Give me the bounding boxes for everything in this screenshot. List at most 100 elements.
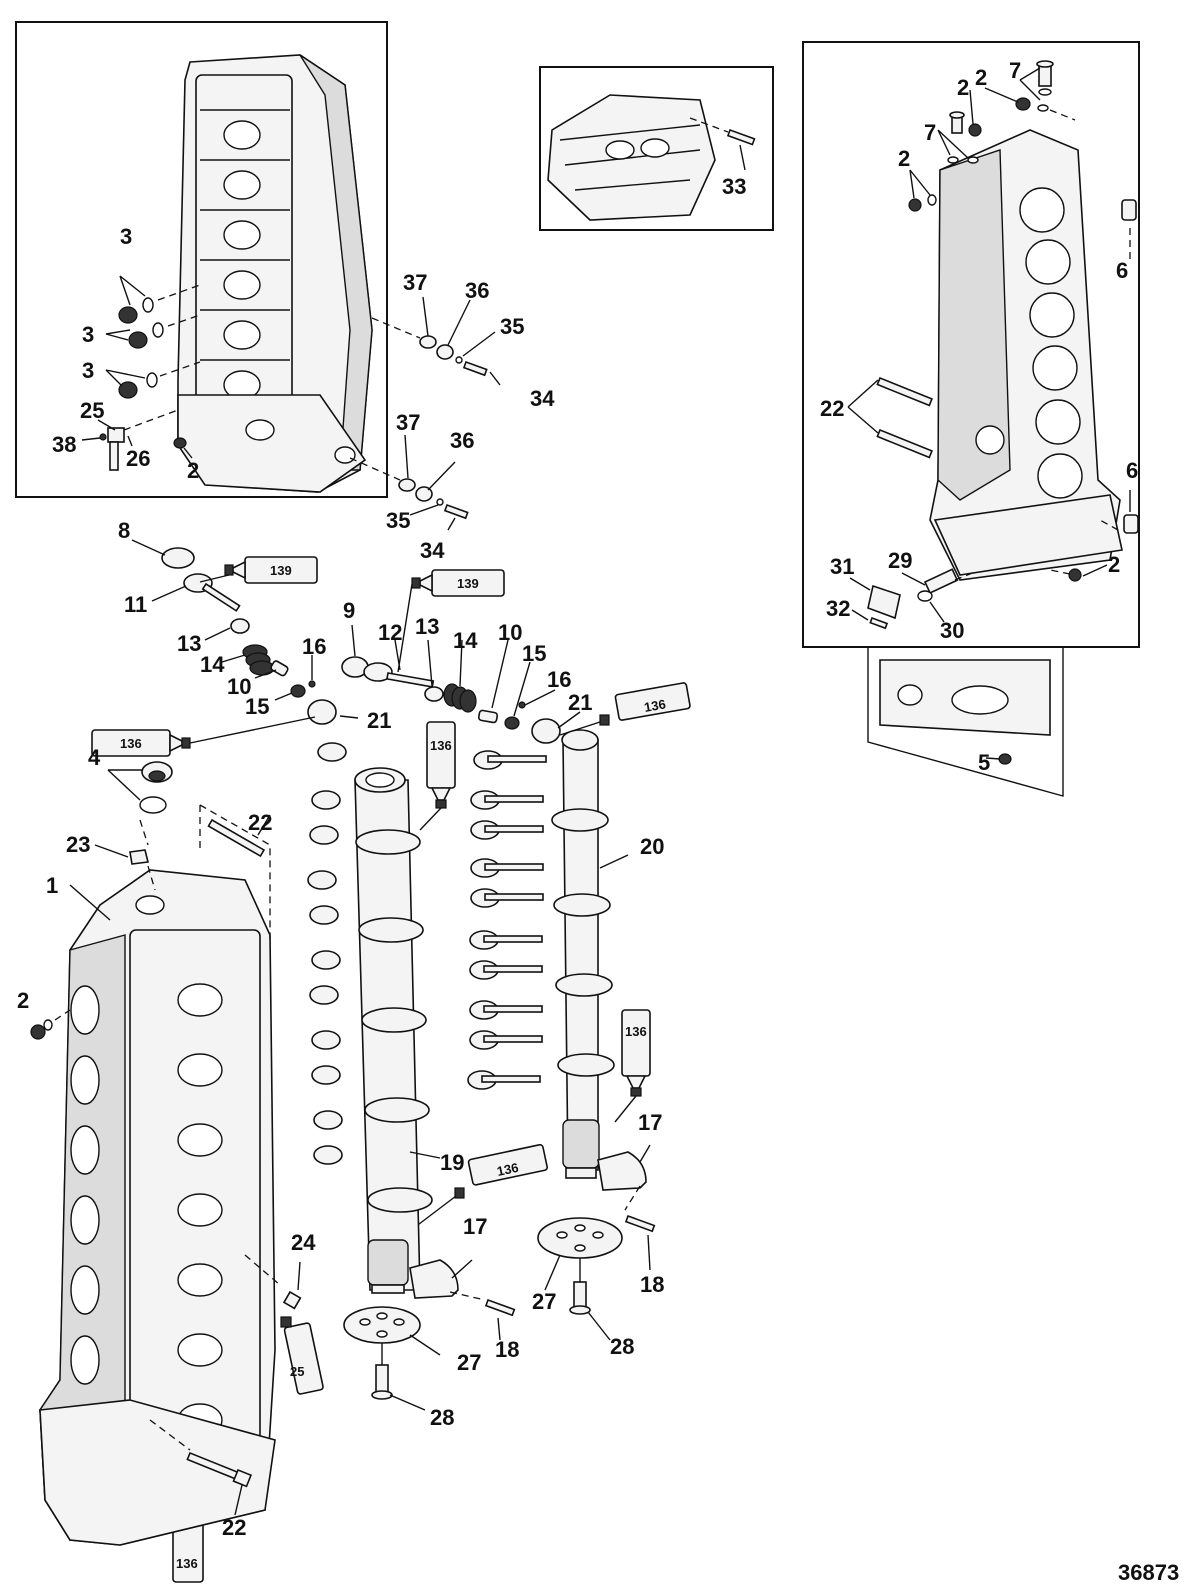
- sealant-tube-136-vertical-b: [614, 1009, 651, 1123]
- sealant-tube-136-right: [559, 682, 691, 736]
- callout-2: 2: [1108, 552, 1120, 577]
- plug-2-left: [30, 1009, 71, 1040]
- plug-with-oring-3: [105, 275, 201, 399]
- callout-11: 11: [124, 592, 147, 617]
- callout-22: 22: [222, 1515, 246, 1540]
- callout-3: 3: [82, 322, 94, 347]
- callout-15: 15: [245, 694, 269, 719]
- callout-35: 35: [500, 314, 524, 339]
- tube-label-136: 136: [176, 1556, 198, 1571]
- cylinder-head-intake-view: [177, 54, 373, 493]
- callout-22: 22: [248, 810, 272, 835]
- callout-36: 36: [465, 278, 489, 303]
- callout-25: 25: [80, 398, 104, 423]
- callout-28: 28: [610, 1334, 634, 1359]
- callout-2: 2: [187, 458, 199, 483]
- callout-17: 17: [638, 1110, 662, 1135]
- callout-35: 35: [386, 508, 410, 533]
- callout-34: 34: [420, 538, 445, 563]
- tube-label-139: 139: [270, 563, 292, 578]
- bolt-washer-set-upper: [371, 296, 501, 386]
- inset-frame-bolt-location: [539, 66, 774, 231]
- tube-label-136: 136: [496, 1160, 520, 1179]
- callout-3: 3: [120, 224, 132, 249]
- callout-34: 34: [530, 386, 555, 411]
- callout-19: 19: [440, 1150, 464, 1175]
- valve-train-left: [131, 539, 359, 725]
- callout-31: 31: [830, 554, 854, 579]
- callout-12: 12: [378, 620, 402, 645]
- callout-5: 5: [978, 750, 990, 775]
- callout-29: 29: [888, 548, 912, 573]
- callout-38: 38: [52, 432, 76, 457]
- dowel-pins-6: [1099, 199, 1139, 534]
- cam-cap-17-left: [409, 1259, 516, 1341]
- callout-10: 10: [227, 674, 251, 699]
- inset-frame-head-gasket-side: [802, 41, 1140, 648]
- cylinder-head-main: [39, 869, 276, 1546]
- bolt-washer-set-lower: [349, 434, 469, 531]
- tube-label-136: 136: [430, 738, 452, 753]
- callout-10: 10: [498, 620, 522, 645]
- cover-and-seal-4-23: [94, 761, 271, 940]
- sealant-tube-136-vertical-a: [419, 721, 456, 831]
- callout-18: 18: [640, 1272, 664, 1297]
- callout-15: 15: [522, 641, 546, 666]
- callout-labels: 3 3 3 25 38 26 2 37 36 35 34 37 36 35 34…: [17, 58, 1138, 1540]
- callout-16: 16: [302, 634, 326, 659]
- tube-label-136: 136: [625, 1024, 647, 1039]
- sprocket-27-left: [343, 1306, 441, 1411]
- callout-3: 3: [82, 358, 94, 383]
- callout-30: 30: [940, 618, 964, 643]
- callout-21: 21: [568, 690, 592, 715]
- figure-id: 36873: [1118, 1560, 1179, 1585]
- callout-7: 7: [924, 120, 936, 145]
- head-bolts-22-right: [847, 376, 933, 459]
- callout-6: 6: [1126, 458, 1138, 483]
- callout-18: 18: [495, 1337, 519, 1362]
- callout-2: 2: [957, 75, 969, 100]
- callout-23: 23: [66, 832, 90, 857]
- callout-2: 2: [898, 146, 910, 171]
- callout-6: 6: [1116, 258, 1128, 283]
- callout-27: 27: [532, 1289, 556, 1314]
- callout-20: 20: [640, 834, 664, 859]
- bolt-22-bottom: [149, 1419, 253, 1516]
- callout-24: 24: [291, 1230, 316, 1255]
- callout-27: 27: [457, 1350, 481, 1375]
- engine-bolt-location-view: [547, 94, 756, 221]
- callout-17: 17: [463, 1214, 487, 1239]
- tube-labels: 139 139 136 136 136 136 136 25 136: [120, 563, 667, 1571]
- sprocket-27-right: [537, 1217, 623, 1341]
- callout-2: 2: [975, 65, 987, 90]
- callout-14: 14: [453, 628, 478, 653]
- callout-32: 32: [826, 596, 850, 621]
- fitting-25-26-38: [81, 409, 193, 471]
- callout-9: 9: [343, 598, 355, 623]
- cam-cap-17-right: [597, 1144, 656, 1271]
- tube-label-136: 136: [120, 736, 142, 751]
- callout-37: 37: [403, 270, 427, 295]
- callout-4: 4: [88, 745, 101, 770]
- tube-label-139: 139: [457, 576, 479, 591]
- cylinder-head-gasket-view: [929, 129, 1123, 581]
- valve-train-right: [341, 624, 581, 744]
- camshaft-19: [307, 742, 441, 1294]
- callout-36: 36: [450, 428, 474, 453]
- callout-28: 28: [430, 1405, 454, 1430]
- sealant-tube-25: [280, 1316, 324, 1395]
- fitting-29-30-31-32: [849, 564, 1108, 630]
- inset-frame-intake: [15, 21, 388, 498]
- callout-33: 33: [722, 174, 746, 199]
- callout-8: 8: [118, 518, 130, 543]
- bolt-24: [244, 1254, 302, 1310]
- callout-21: 21: [367, 708, 391, 733]
- camshaft-20: [467, 729, 629, 1179]
- callout-7: 7: [1009, 58, 1021, 83]
- sealant-tube-139-a: [199, 556, 318, 584]
- tube-label-136: 136: [643, 696, 667, 715]
- sealant-tube-136-left: [91, 716, 316, 757]
- lower-inset-detail: [879, 659, 1051, 765]
